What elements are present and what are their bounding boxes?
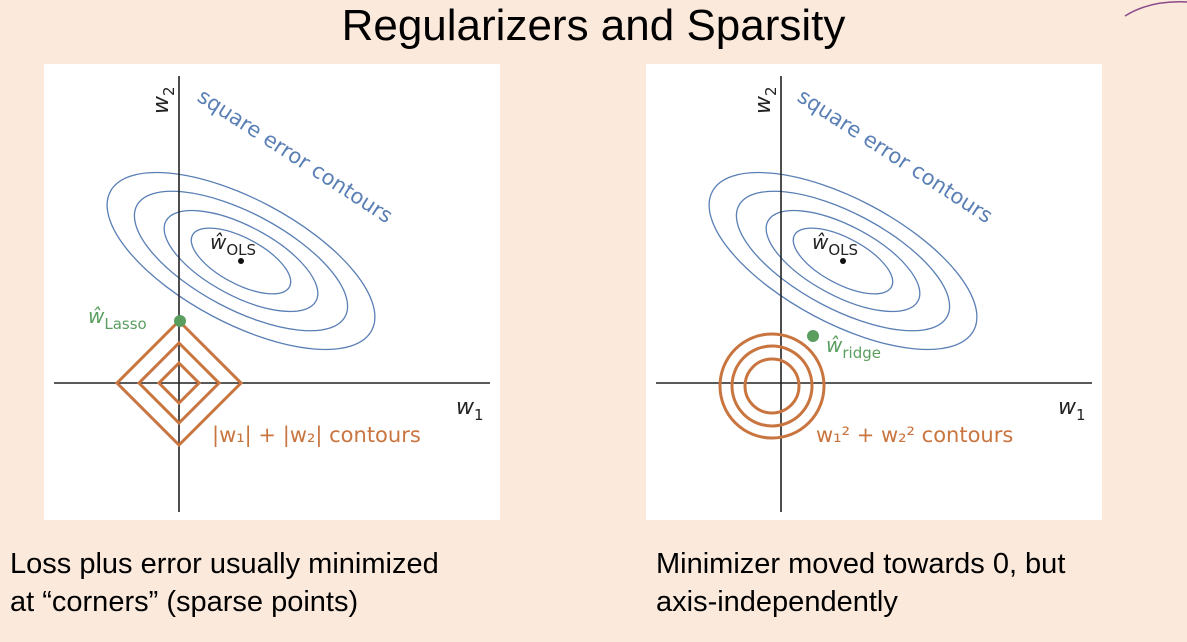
ridge-minimizer-point <box>807 330 819 342</box>
square-error-contours <box>708 171 978 351</box>
ridge-caption: Minimizer moved towards 0, but axis-inde… <box>656 545 1065 621</box>
l1-contour-label: |w₁| + |w₂| contours <box>212 423 421 448</box>
contour-label: square error contours <box>793 84 997 228</box>
x-axis-label: w1 <box>456 395 484 424</box>
ridge-plot: ŵOLS ŵridge square error contours w1 w2 … <box>656 76 1092 512</box>
lasso-figure: ŵOLS ŵLasso square error contours w1 w2 … <box>44 64 500 520</box>
x-axis-label: w1 <box>1058 395 1086 424</box>
caption-line: Loss plus error usually minimized <box>10 548 439 580</box>
ols-point <box>238 258 244 264</box>
caption-line: Minimizer moved towards 0, but <box>656 548 1066 580</box>
lasso-minimizer-point <box>174 315 186 327</box>
caption-line: at “corners” (sparse points) <box>10 586 359 618</box>
y-axis-label: w2 <box>149 86 178 114</box>
contour-label: square error contours <box>193 84 397 228</box>
l2-contours <box>718 332 826 440</box>
slide-title: Regularizers and Sparsity <box>341 1 846 50</box>
l2-contour-label: w₁² + w₂² contours <box>816 423 1013 447</box>
caption-line: axis-independently <box>656 586 898 618</box>
ridge-minimizer-label: ŵridge <box>826 333 881 362</box>
lasso-minimizer-label: ŵLasso <box>88 304 147 333</box>
lasso-caption: Loss plus error usually minimized at “co… <box>10 545 439 621</box>
ols-label: ŵOLS <box>812 230 858 259</box>
decorative-arc <box>1124 1 1187 17</box>
l1-contours <box>114 318 244 448</box>
square-error-contours <box>106 171 376 351</box>
lasso-plot: ŵOLS ŵLasso square error contours w1 w2 … <box>54 76 490 512</box>
ols-label: ŵOLS <box>210 230 256 259</box>
ridge-figure: ŵOLS ŵridge square error contours w1 w2 … <box>646 64 1102 520</box>
ols-point <box>840 258 846 264</box>
y-axis-label: w2 <box>751 86 780 114</box>
